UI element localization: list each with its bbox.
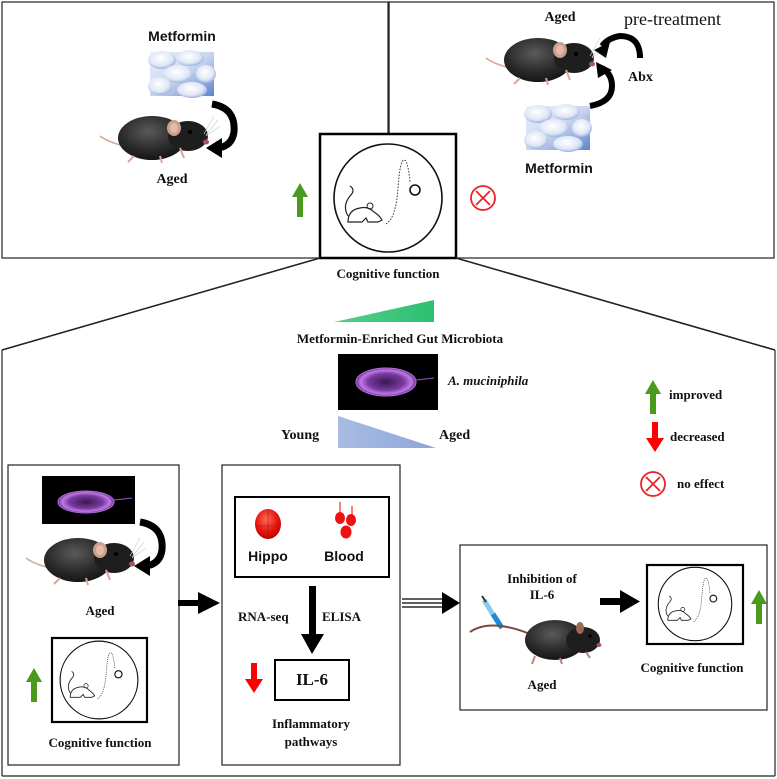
microbiota-label: Metformin-Enriched Gut Microbiota xyxy=(296,331,504,346)
metformin-label: Metformin xyxy=(525,160,593,176)
flow-arrow xyxy=(600,590,640,613)
metformin-label: Metformin xyxy=(148,28,216,44)
il6-label: IL-6 xyxy=(295,670,329,689)
blood-label: Blood xyxy=(324,548,364,564)
il6-box xyxy=(274,659,350,701)
legend-decreased-icon xyxy=(646,422,664,452)
age-gradient-wedge xyxy=(338,416,436,448)
abx-label: Abx xyxy=(628,70,653,85)
curved-arrow-icon xyxy=(206,104,234,158)
maze-icon xyxy=(333,143,443,253)
curved-arrow-icon xyxy=(589,62,616,109)
elisa-label: ELISA xyxy=(322,609,362,624)
cognitive-function-label: Cognitive function xyxy=(48,735,152,750)
metformin-pills-icon xyxy=(524,104,592,152)
flow-arrow xyxy=(402,592,460,614)
inflammatory-label: Inflammatory xyxy=(272,716,350,731)
maze-icon xyxy=(657,566,733,642)
maze-icon xyxy=(59,640,139,720)
legend-decreased-label: decreased xyxy=(670,429,725,444)
aged-mouse-icon xyxy=(485,37,607,86)
pretreatment-label: pre-treatment xyxy=(624,9,721,29)
brain-icon xyxy=(255,509,281,539)
microbiota-gradient-wedge xyxy=(334,300,434,322)
panel-aged-treatment xyxy=(7,464,180,766)
cognitive-function-label: Cognitive function xyxy=(336,266,440,281)
legend-improved-icon xyxy=(645,380,661,414)
aged-mouse-icon xyxy=(99,115,221,164)
metformin-pills-icon xyxy=(148,50,216,98)
legend-improved-label: improved xyxy=(669,387,723,402)
curved-arrow-icon xyxy=(594,32,643,59)
blood-drops-icon xyxy=(335,502,356,539)
aged-label: Aged xyxy=(85,603,115,618)
panel-mechanism xyxy=(221,464,401,766)
aged-label: Aged xyxy=(439,428,471,443)
bacterium-label: A. muciniphila xyxy=(448,373,529,388)
improved-arrow-icon xyxy=(751,590,767,624)
legend-no-effect-icon xyxy=(640,471,666,497)
panel-il6-inhibition xyxy=(459,544,768,711)
improved-arrow-icon xyxy=(292,183,308,217)
young-label: Young xyxy=(281,428,320,443)
pathways-label: pathways xyxy=(284,734,338,749)
syringe-icon xyxy=(481,595,505,630)
cognitive-function-label: Cognitive function xyxy=(640,660,744,675)
flow-arrow xyxy=(178,592,220,614)
aged-mouse-icon xyxy=(25,537,147,586)
aged-label: Aged xyxy=(527,677,557,692)
aged-label: Aged xyxy=(156,172,188,187)
decreased-arrow-icon xyxy=(245,663,263,693)
rnaseq-label: RNA-seq xyxy=(238,609,289,624)
tissue-box xyxy=(234,496,390,578)
no-effect-icon xyxy=(470,185,496,211)
inhibition-label: Inhibition of xyxy=(507,571,577,586)
down-flow-arrow xyxy=(301,586,324,654)
aged-mouse-icon xyxy=(469,620,602,665)
aged-label: Aged xyxy=(544,10,576,25)
legend-no-effect-label: no effect xyxy=(677,476,725,491)
improved-arrow-icon xyxy=(26,668,42,702)
il6-target-label: IL-6 xyxy=(529,587,555,602)
top-right-panel xyxy=(388,1,775,259)
hippo-label: Hippo xyxy=(248,548,288,564)
